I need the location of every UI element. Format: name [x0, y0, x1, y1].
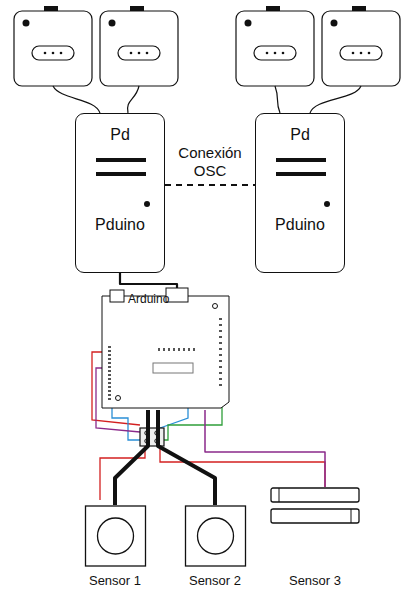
- sensor-label: Sensor 1: [89, 574, 141, 589]
- header-connector: [140, 428, 164, 446]
- board-label: Arduino: [128, 293, 169, 307]
- osc-link: [165, 184, 255, 186]
- cable: [205, 410, 325, 487]
- sensor-label: Sensor 2: [189, 574, 241, 589]
- speaker: [322, 6, 400, 86]
- board-shape: [98, 288, 235, 410]
- edge-label: Conexión OSC: [170, 143, 250, 181]
- cable: [158, 410, 215, 505]
- software-label: Pduino: [275, 216, 325, 234]
- software-label: Pd: [290, 126, 310, 144]
- cable: [115, 410, 148, 505]
- sensor: Sensor 1: [81, 505, 150, 591]
- speaker: [236, 6, 314, 86]
- arduino-board: Arduino: [98, 288, 235, 410]
- cable: [120, 273, 177, 288]
- sensor: Sensor 3: [268, 487, 362, 591]
- sensor: Sensor 2: [181, 505, 250, 591]
- speaker: [100, 6, 178, 86]
- speaker: [14, 6, 92, 86]
- pd-box: PdPduino: [75, 113, 165, 273]
- speaker-cables: [53, 86, 361, 113]
- software-label: Pduino: [95, 216, 145, 234]
- pd-box: PdPduino: [255, 113, 345, 273]
- sensor-label: Sensor 3: [289, 574, 341, 589]
- software-label: Pd: [110, 126, 130, 144]
